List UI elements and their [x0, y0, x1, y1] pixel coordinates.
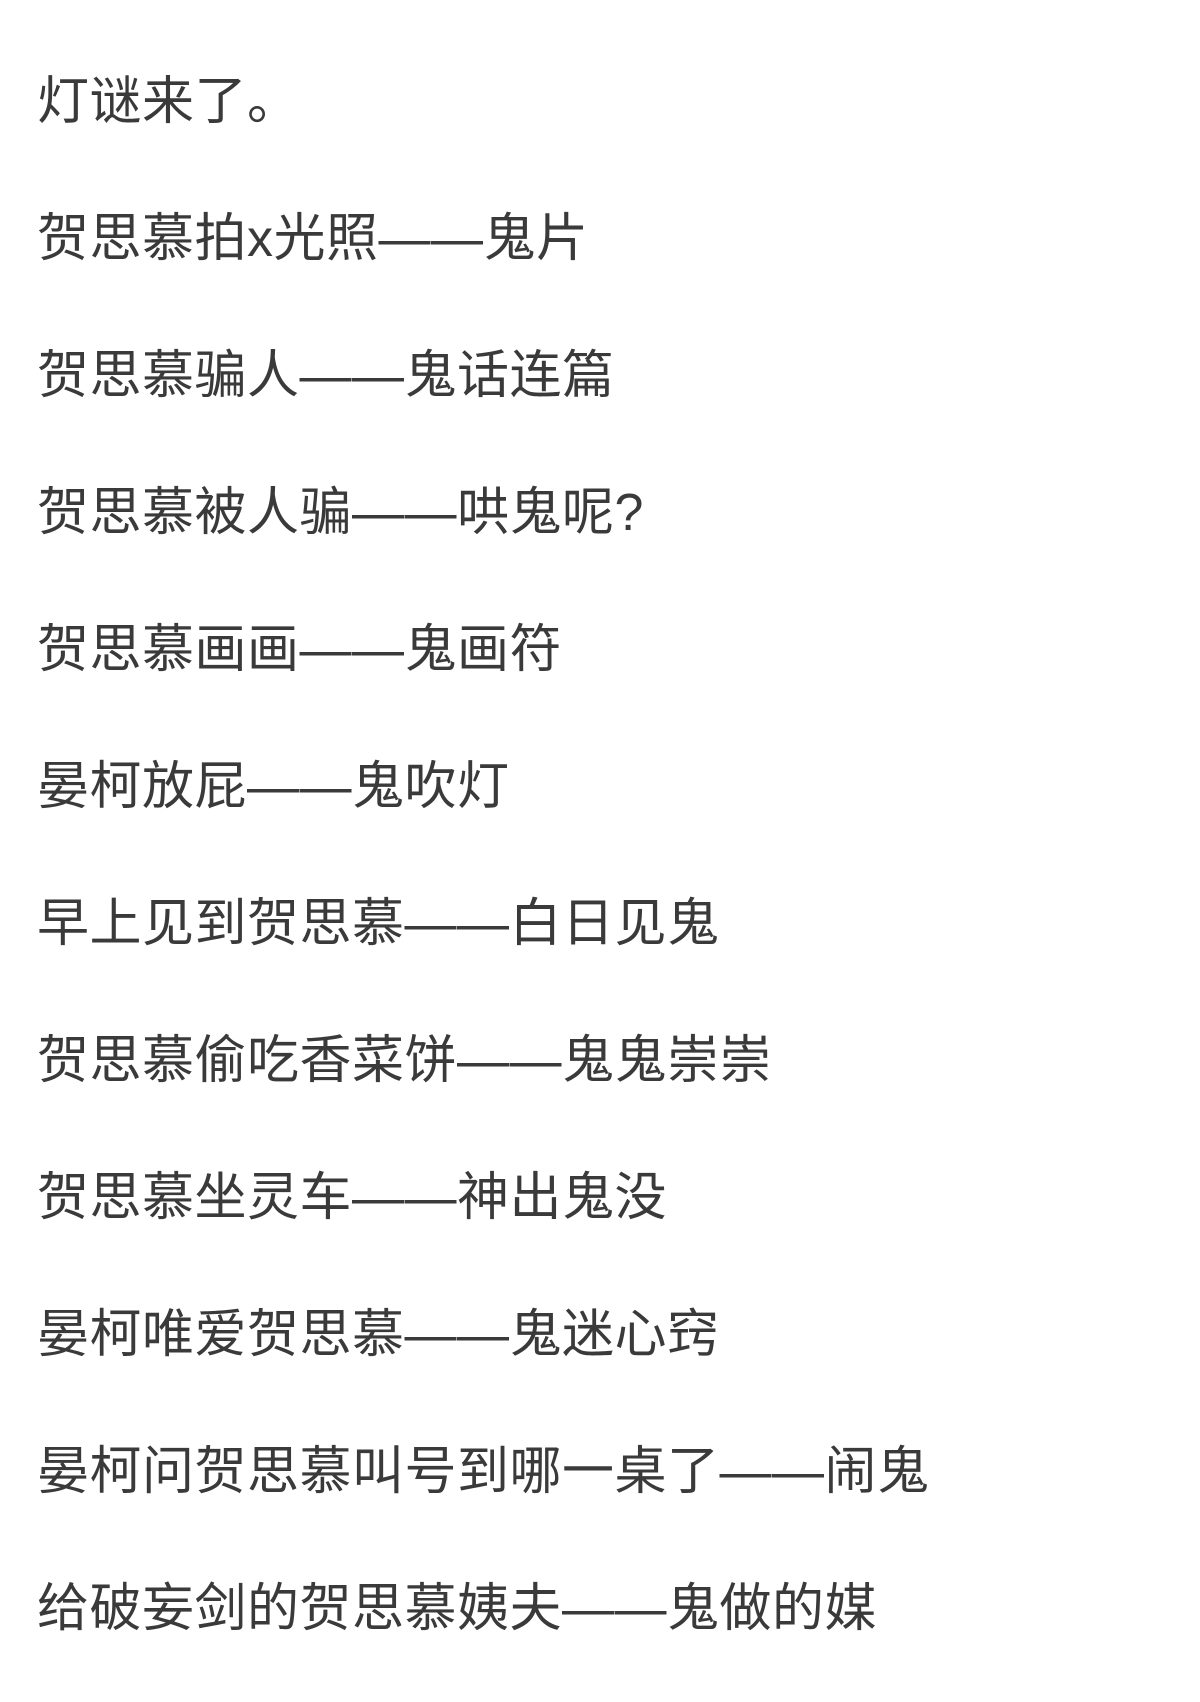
riddle-line: 贺思慕拍x光照——鬼片 [37, 210, 589, 268]
riddle-line: 贺思慕偷吃香菜饼——鬼鬼崇崇 [37, 1032, 773, 1090]
riddle-line: 晏柯放屁——鬼吹灯 [37, 758, 510, 816]
riddle-line: 晏柯唯爱贺思慕——鬼迷心窍 [37, 1306, 720, 1364]
riddle-line: 贺思慕画画——鬼画符 [37, 621, 563, 679]
riddle-line: 晏柯问贺思慕叫号到哪一桌了——闹鬼 [37, 1443, 930, 1501]
intro-line: 灯谜来了。 [37, 73, 300, 131]
riddle-line: 早上见到贺思慕——白日见鬼 [37, 895, 720, 953]
riddle-line: 贺思慕骗人——鬼话连篇 [37, 347, 615, 405]
riddle-line: 贺思慕坐灵车——神出鬼没 [37, 1169, 668, 1227]
riddle-line: 给破妄剑的贺思慕姨夫——鬼做的媒 [37, 1580, 878, 1638]
riddle-line: 贺思慕被人骗——哄鬼呢? [37, 484, 644, 542]
